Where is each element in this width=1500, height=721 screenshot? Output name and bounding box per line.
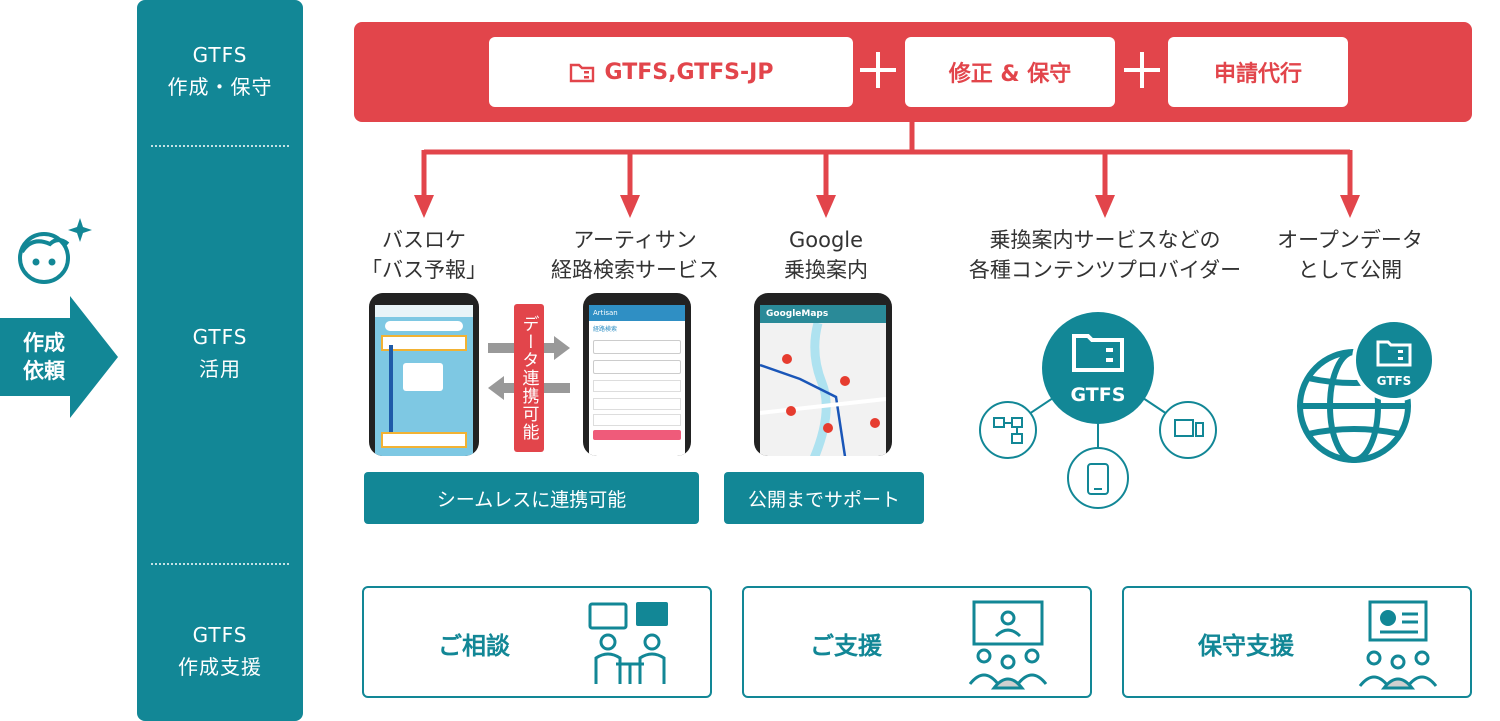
service-content-providers: 乗換案内サービスなどの 各種コンテンツプロバイダー — [945, 225, 1265, 285]
divider — [151, 145, 289, 147]
request-label-1: 作成 — [23, 331, 65, 355]
request-label-2: 依頼 — [23, 359, 65, 383]
data-link-tag: データ連携可能 — [514, 304, 544, 452]
folder-icon — [569, 63, 594, 83]
phone-artisan-app: Artisan 経路検索 — [583, 293, 691, 456]
band-top-line1: GTFS — [192, 43, 248, 67]
gtfs-format-label: GTFS,GTFS-JP — [604, 59, 774, 85]
gtfs-services-banner: GTFS,GTFS-JP 修正 & 保守 申請代行 — [354, 22, 1472, 122]
band-top-line2: 作成・保守 — [167, 75, 273, 99]
globe-icon — [1297, 318, 1436, 463]
gtfs-hub-label: GTFS — [1070, 384, 1126, 406]
phone-bus-app — [369, 293, 479, 456]
presentation-icon — [968, 600, 1048, 690]
phone-artisan-title: 経路検索 — [593, 326, 618, 333]
support-box-maintenance: 保守支援 — [1122, 586, 1472, 698]
plus-icon — [860, 52, 896, 88]
phone-google-maps: GoogleMaps — [754, 293, 892, 456]
service-line: バスロケ — [382, 228, 466, 252]
plus-icon — [1124, 52, 1160, 88]
publish-support-button: 公開までサポート — [724, 472, 924, 524]
support-box-consult: ご相談 — [362, 586, 712, 698]
gtfs-format-pill: GTFS,GTFS-JP — [489, 37, 853, 107]
distribution-arrows — [414, 120, 1360, 218]
band-mid-line2: 活用 — [199, 357, 241, 381]
consultation-icon — [588, 602, 668, 684]
service-line: オープンデータ — [1277, 228, 1423, 252]
phone-maps-brand: GoogleMaps — [760, 305, 886, 323]
service-google: Google 乗換案内 — [756, 225, 896, 285]
service-open-data: オープンデータ として公開 — [1268, 225, 1432, 285]
divider — [151, 563, 289, 565]
map-view — [760, 321, 886, 456]
maintenance-pill: 修正 & 保守 — [905, 37, 1115, 107]
service-line: として公開 — [1297, 258, 1403, 282]
service-line: 各種コンテンツプロバイダー — [968, 258, 1242, 282]
maintenance-support-label: 保守支援 — [1198, 632, 1294, 660]
service-line: Google — [788, 228, 864, 252]
phone-artisan-brand: Artisan — [589, 305, 685, 321]
consult-label: ご相談 — [438, 632, 510, 660]
gtfs-hub-diagram — [979, 312, 1217, 509]
face-icon — [18, 218, 92, 284]
service-line: アーティサン — [573, 228, 697, 252]
maintenance-support-icon — [1358, 600, 1438, 690]
band-bottom-line1: GTFS — [192, 623, 248, 647]
application-pill: 申請代行 — [1168, 37, 1348, 107]
service-line: 乗換案内 — [784, 258, 868, 282]
stage-band: GTFS 作成・保守 GTFS 活用 GTFS 作成支援 — [137, 0, 303, 721]
assist-label: ご支援 — [810, 632, 882, 660]
service-artisan: アーティサン 経路検索サービス — [535, 225, 735, 285]
support-box-assist: ご支援 — [742, 586, 1092, 698]
service-bus-location: バスロケ 「バス予報」 — [344, 225, 504, 285]
band-mid-line1: GTFS — [192, 325, 248, 349]
service-line: 「バス予報」 — [361, 258, 487, 282]
request-arrow: 作成 依頼 — [0, 296, 118, 418]
service-line: 経路検索サービス — [551, 258, 719, 282]
seamless-link-button: シームレスに連携可能 — [364, 472, 699, 524]
globe-label: GTFS — [1376, 374, 1412, 388]
service-line: 乗換案内サービスなどの — [989, 228, 1221, 252]
band-bottom-line2: 作成支援 — [178, 655, 262, 679]
